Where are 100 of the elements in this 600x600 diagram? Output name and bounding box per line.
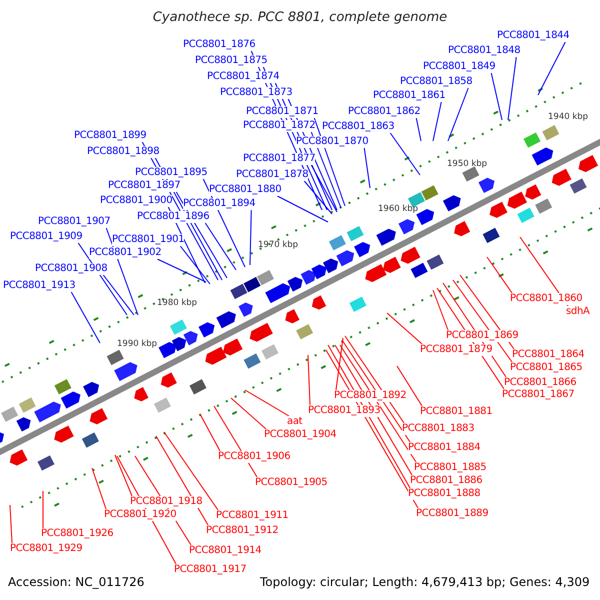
gene-label: PCC8801_1908 — [35, 263, 108, 275]
gene-label: PCC8801_1860 — [510, 293, 582, 305]
footer-note: Accession: NC_011726 — [8, 575, 144, 589]
leader-line — [10, 504, 12, 544]
gene-label: PCC8801_1893 — [308, 405, 380, 417]
gene-label: PCC8801_1881 — [420, 406, 492, 418]
gene-label: PCC8801_1879 — [420, 344, 492, 356]
gene-label: PCC8801_1863 — [322, 121, 394, 133]
gene-label: PCC8801_1877 — [243, 153, 316, 165]
gene-label: PCC8801_1873 — [220, 87, 292, 99]
footer-note: Topology: circular; Length: 4,679,413 bp; Genes: 4,309 — [260, 575, 590, 589]
gene-label: PCC8801_1912 — [206, 525, 278, 537]
gene-label: PCC8801_1864 — [512, 349, 584, 361]
leader-line — [448, 88, 469, 142]
scale-tick-label: 1980 kbp — [157, 298, 198, 308]
leader-line — [156, 436, 208, 526]
leader-line — [200, 414, 220, 452]
leader-line — [490, 72, 502, 120]
leader-line — [244, 390, 290, 416]
gene-label: PCC8801_1926 — [41, 528, 114, 540]
gene-label: PCC8801_1884 — [408, 442, 480, 454]
gene-label: PCC8801_1869 — [446, 330, 518, 342]
gene-label: PCC8801_1896 — [137, 211, 210, 223]
gene-label: PCC8801_1906 — [218, 451, 290, 463]
gene-label: PCC8801_1904 — [264, 429, 336, 441]
gene-label: PCC8801_1848 — [448, 45, 520, 57]
leader-line — [390, 132, 420, 176]
scale-tick-label: 1960 kbp — [378, 204, 418, 214]
gene-label: PCC8801_1902 — [89, 247, 162, 259]
leader-line — [310, 164, 338, 212]
scale-tick-label: 1970 kbp — [258, 240, 298, 250]
gene-label: PCC8801_1900 — [100, 195, 172, 207]
leader-line — [230, 398, 266, 430]
gene-label: PCC8801_1866 — [504, 377, 576, 389]
leader-line — [336, 338, 344, 390]
leader-line — [92, 468, 106, 510]
gene-label: PCC8801_1876 — [183, 39, 256, 51]
gene-label: PCC8801_1871 — [246, 106, 318, 118]
gene-label: PCC8801_1911 — [216, 510, 288, 522]
gene-label: PCC8801_1883 — [402, 423, 474, 435]
leader-line — [340, 344, 416, 462]
leader-line — [432, 102, 442, 142]
gene-label: PCC8801_1898 — [87, 146, 160, 158]
gene-label: PCC8801_1844 — [497, 30, 570, 42]
gene-label: PCC8801_1899 — [74, 130, 146, 142]
gene-label: PCC8801_1861 — [373, 90, 446, 102]
leader-line — [304, 180, 332, 214]
gene-label: PCC8801_1889 — [416, 508, 488, 520]
leader-line — [486, 256, 512, 294]
gene-label: PCC8801_1929 — [10, 543, 82, 555]
gene-label: PCC8801_1867 — [502, 389, 574, 401]
gene-label: PCC8801_1862 — [348, 106, 420, 118]
scale-tick-label: 1940 kbp — [548, 112, 588, 122]
gene-label: PCC8801_1849 — [423, 61, 496, 73]
gene-label: PCC8801_1872 — [243, 120, 316, 132]
gene-label: PCC8801_1886 — [410, 475, 482, 487]
map-title: Cyanothece sp. PCC 8801, complete genome — [152, 10, 448, 25]
leader-line — [344, 336, 404, 424]
gene-label: PCC8801_1907 — [38, 216, 110, 228]
gene-label: PCC8801_1875 — [195, 55, 268, 67]
leader-line — [396, 366, 422, 406]
gene-label: PCC8801_1870 — [296, 136, 368, 148]
leader-line — [42, 490, 44, 528]
gene-label: PCC8801_1914 — [189, 545, 262, 557]
leader-line — [538, 42, 566, 96]
gene-label: PCC8801_1892 — [334, 390, 406, 402]
gene-label: PCC8801_1905 — [255, 477, 328, 489]
leader-line — [164, 432, 218, 510]
gene-label: PCC8801_1865 — [510, 362, 582, 374]
gene-label: PCC8801_1917 — [174, 564, 246, 576]
gene-label: PCC8801_1878 — [236, 169, 308, 181]
leader-line — [204, 222, 236, 270]
leader-line — [102, 274, 134, 316]
leader-line — [180, 246, 210, 284]
leader-line — [416, 118, 422, 142]
leader-line — [308, 354, 310, 406]
gene-label: PCC8801_1918 — [130, 496, 202, 508]
gene-label: PCC8801_1874 — [207, 71, 280, 83]
gene-label: PCC8801_1920 — [104, 509, 176, 521]
leader-line — [276, 196, 328, 222]
leader-line — [114, 454, 132, 496]
gene-label: PCC8801_1895 — [135, 167, 208, 179]
leader-line — [250, 210, 252, 266]
leader-line — [508, 56, 517, 120]
gene-label: PCC8801_1901 — [112, 234, 184, 246]
gene-label: PCC8801_1913 — [3, 280, 76, 292]
leader-line — [70, 292, 100, 344]
gene-label: PCC8801_1858 — [400, 76, 472, 88]
leader-line — [386, 312, 422, 344]
gene-label: PCC8801_1897 — [108, 180, 180, 192]
leader-line — [364, 148, 370, 188]
gene-label: PCC8801_1885 — [414, 462, 486, 474]
leader-line — [156, 258, 206, 282]
gene-label: PCC8801_1894 — [183, 198, 256, 210]
gene-label: PCC8801_1909 — [10, 231, 82, 243]
gene-label: PCC8801_1888 — [408, 488, 480, 500]
leader-line — [432, 290, 448, 330]
gene-label: PCC8801_1880 — [209, 184, 282, 196]
scale-tick-label: 1990 kbp — [117, 339, 158, 349]
scale-tick-label: 1950 kbp — [447, 159, 488, 169]
